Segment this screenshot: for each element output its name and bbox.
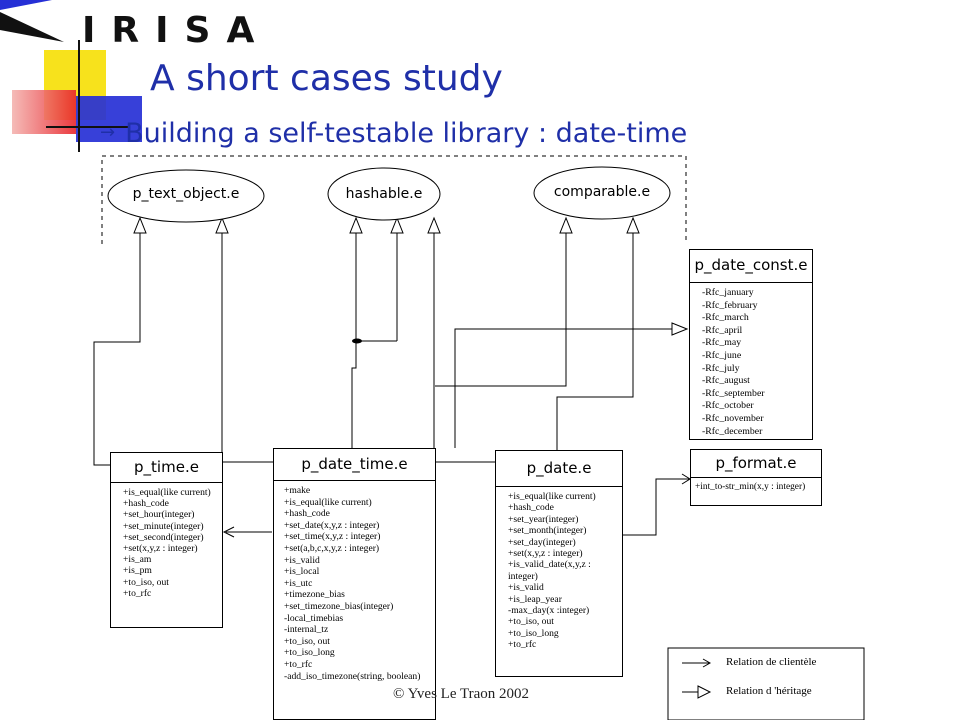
class-features: -Rfc_january-Rfc_february-Rfc_march-Rfc_… xyxy=(702,287,765,437)
class-p-date: p_date.e +is_equal(like current)+hash_co… xyxy=(495,450,623,677)
class-p-format: p_format.e +int_to-str_min(x,y : integer… xyxy=(690,449,822,506)
legend-box xyxy=(667,647,865,720)
class-features: +int_to-str_min(x,y : integer) xyxy=(695,482,806,492)
page-title: A short cases study xyxy=(150,58,503,99)
legend-inherit-label: Relation d 'héritage xyxy=(726,685,812,697)
deco-vertical-line xyxy=(78,40,80,152)
legend-client-label: Relation de clientèle xyxy=(726,656,817,668)
ellipse-comparable xyxy=(533,166,671,220)
logo-flag-icon xyxy=(0,0,64,42)
class-features: +make+is_equal(like current)+hash_code+s… xyxy=(284,485,421,682)
ellipse-label-hashable: hashable.e xyxy=(345,186,423,202)
class-title: p_format.e xyxy=(691,450,821,478)
ellipse-label-p-text-object: p_text_object.e xyxy=(132,186,240,202)
class-title: p_date_const.e xyxy=(690,250,812,283)
class-p-time: p_time.e +is_equal(like current)+hash_co… xyxy=(110,452,223,628)
deco-horizontal-line xyxy=(46,126,128,128)
ellipse-p-text-object xyxy=(107,169,265,223)
class-title: p_time.e xyxy=(111,453,222,483)
logo-text: IRISA xyxy=(82,10,271,51)
class-p-date-time: p_date_time.e +make+is_equal(like curren… xyxy=(273,448,436,720)
class-features: +is_equal(like current)+hash_code+set_ye… xyxy=(508,491,596,651)
class-features: +is_equal(like current)+hash_code+set_ho… xyxy=(123,487,211,599)
subtitle-text: Building a self-testable library : date-… xyxy=(125,118,688,149)
ellipse-hashable xyxy=(327,167,441,221)
bullet-arrow-icon: → xyxy=(100,122,116,143)
deco-blue-block xyxy=(76,96,142,142)
ellipse-label-comparable: comparable.e xyxy=(553,184,651,200)
class-title: p_date_time.e xyxy=(274,449,435,481)
footer-copyright: © Yves Le Traon 2002 xyxy=(393,686,530,702)
class-p-date-const: p_date_const.e -Rfc_january-Rfc_february… xyxy=(689,249,813,440)
class-title: p_date.e xyxy=(496,451,622,487)
page-subtitle: → Building a self-testable library : date… xyxy=(100,118,687,149)
